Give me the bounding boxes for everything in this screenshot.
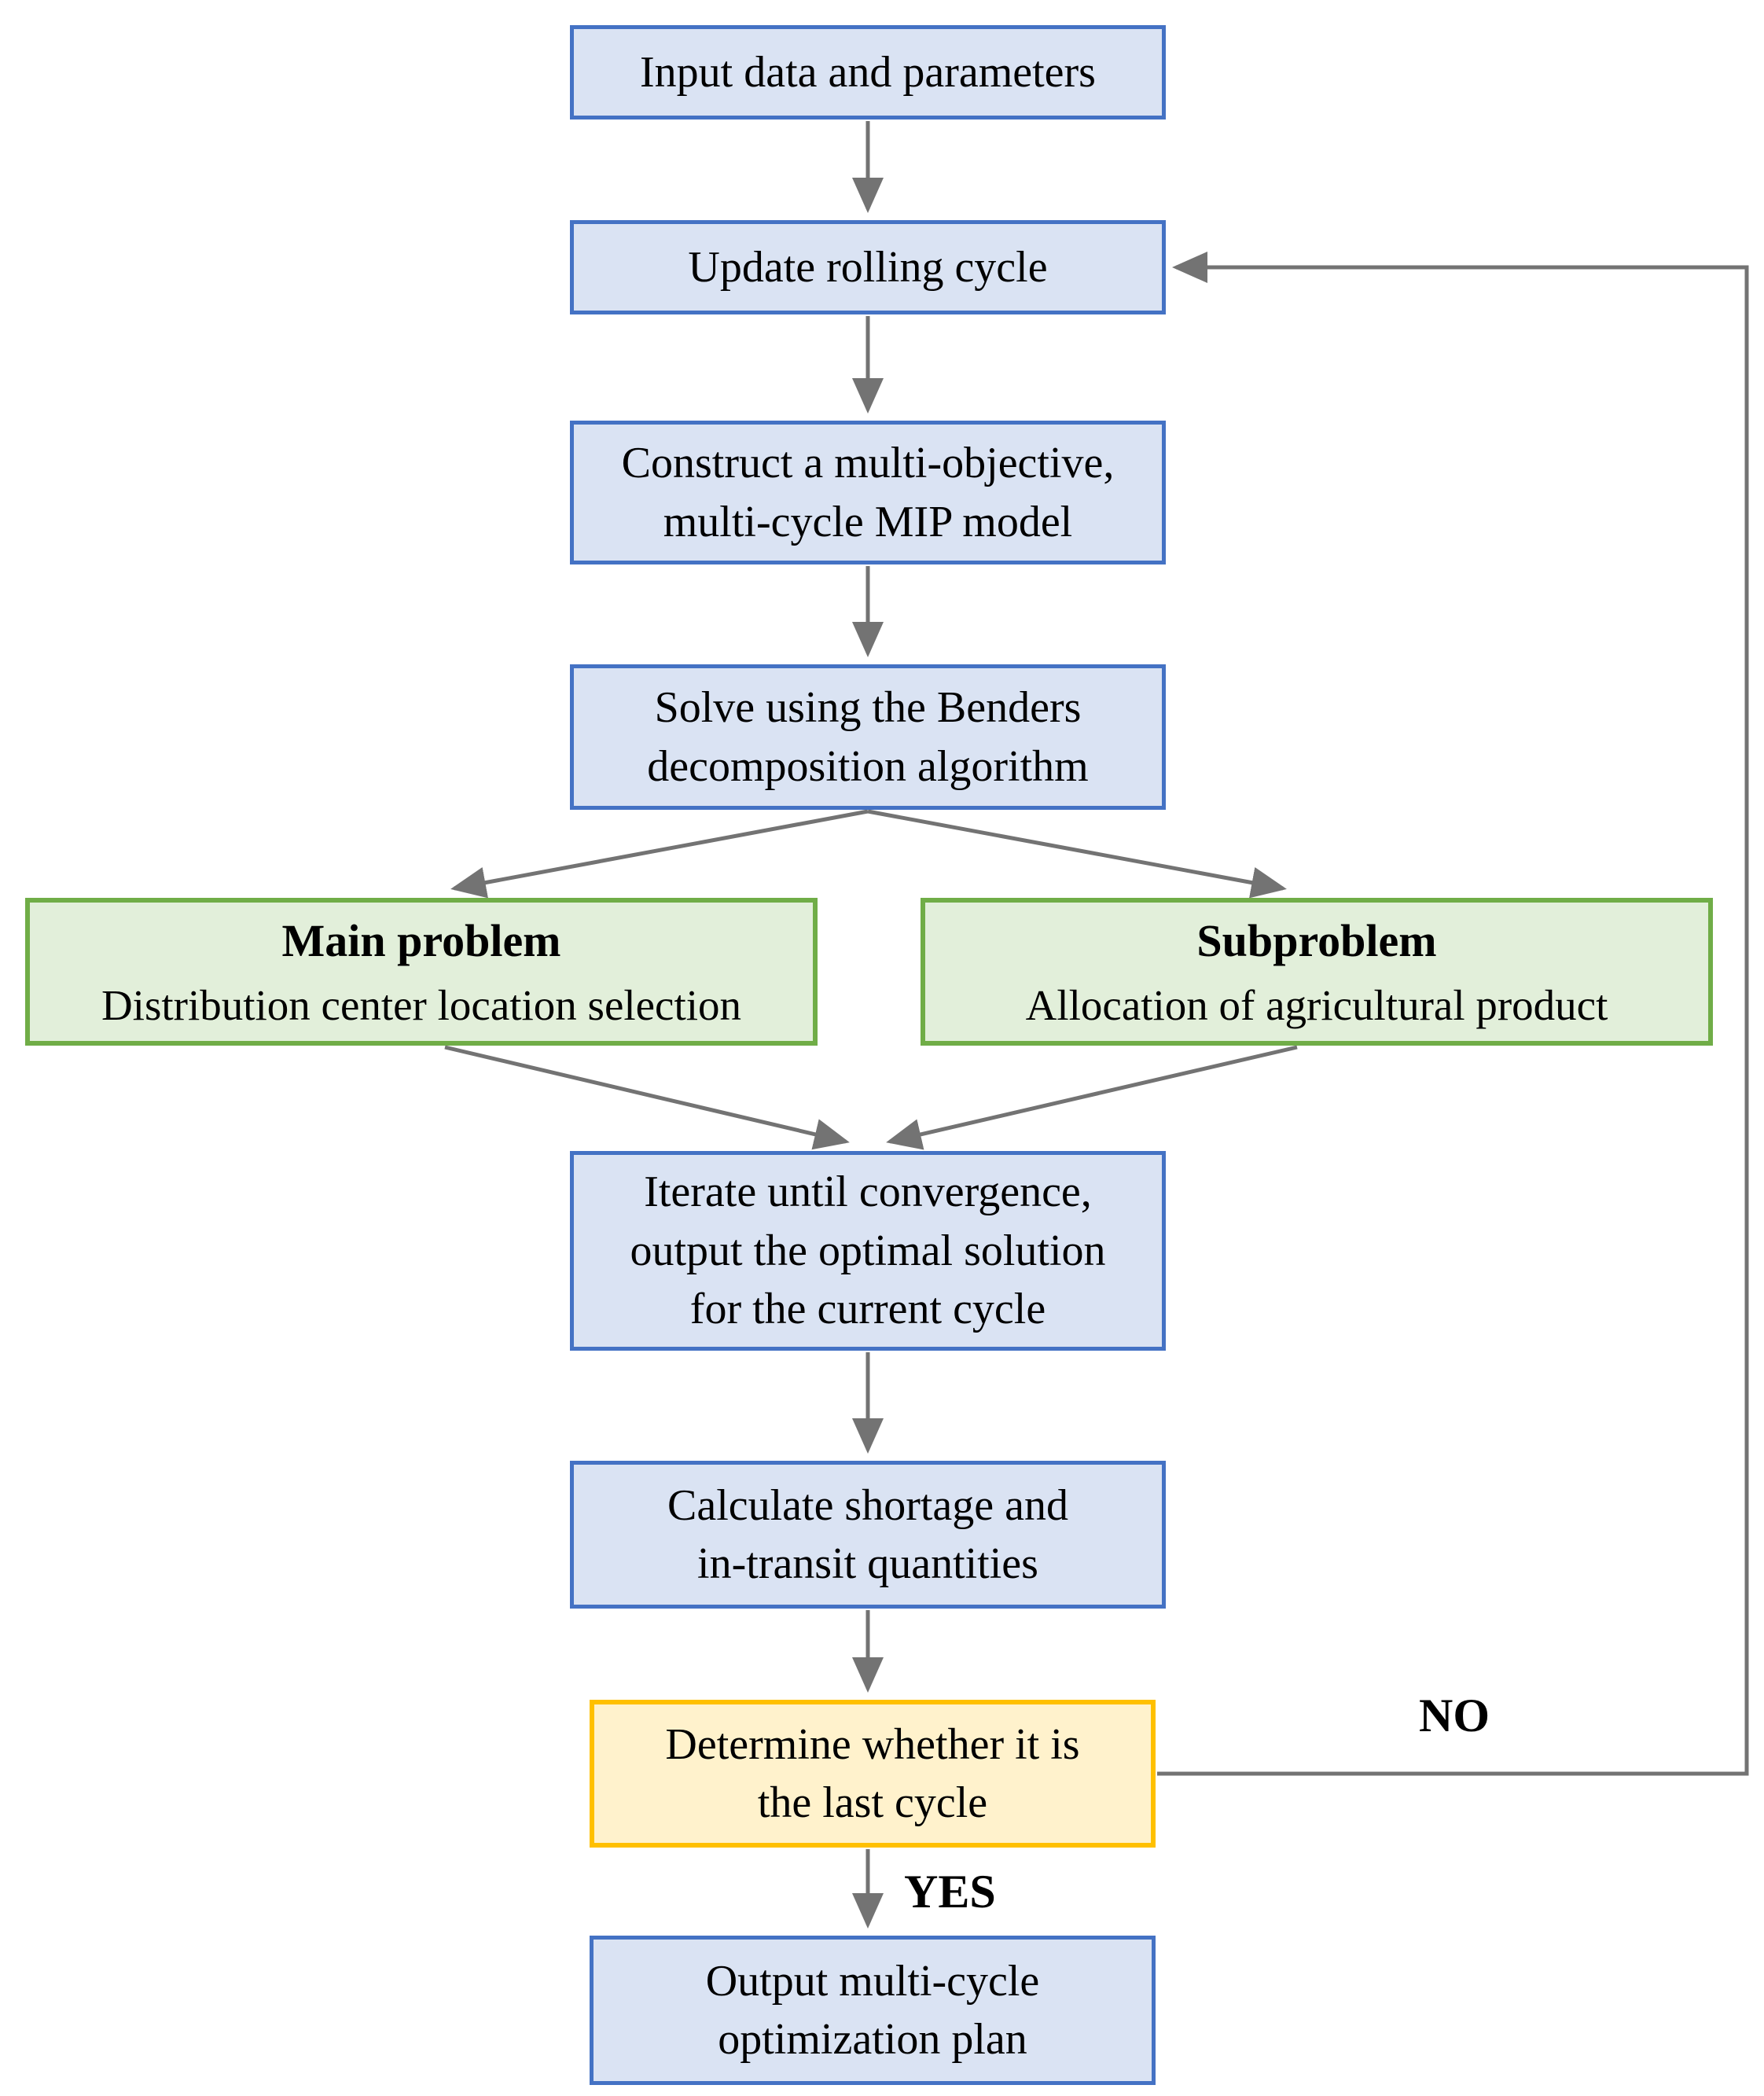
edge-decision-no-loop-to-update-arrow bbox=[1157, 252, 1749, 1776]
node-last-cycle-decision: Determine whether it is the last cycle bbox=[590, 1700, 1156, 1848]
main-problem-subtitle: Distribution center location selection bbox=[101, 980, 742, 1029]
node-input-data: Input data and parameters bbox=[570, 25, 1166, 120]
subproblem-subtitle: Allocation of agricultural product bbox=[1025, 980, 1608, 1029]
node-solve-benders: Solve using the Benders decomposition al… bbox=[570, 664, 1166, 810]
node-update-rolling-cycle: Update rolling cycle bbox=[570, 220, 1166, 314]
edge-main-problem-to-iterate-arrow bbox=[444, 1045, 850, 1150]
node-main-problem: Main problem Distribution center locatio… bbox=[25, 898, 818, 1046]
node-output-plan: Output multi-cycle optimization plan bbox=[590, 1936, 1156, 2085]
edge-label-yes: YES bbox=[904, 1866, 996, 1918]
node-iterate-convergence: Iterate until convergence, output the op… bbox=[570, 1151, 1166, 1351]
edge-solve-to-subproblem-arrow bbox=[867, 809, 1287, 899]
edge-label-no: NO bbox=[1419, 1690, 1490, 1741]
node-subproblem: Subproblem Allocation of agricultural pr… bbox=[921, 898, 1713, 1046]
edge-solve-to-main-problem-arrow bbox=[450, 809, 869, 899]
main-problem-title: Main problem bbox=[281, 915, 561, 967]
node-construct-mip-model: Construct a multi-objective, multi-cycle… bbox=[570, 421, 1166, 564]
node-calculate-shortage: Calculate shortage and in-transit quanti… bbox=[570, 1461, 1166, 1609]
edge-subproblem-to-iterate-arrow bbox=[886, 1045, 1298, 1150]
subproblem-title: Subproblem bbox=[1196, 915, 1437, 967]
